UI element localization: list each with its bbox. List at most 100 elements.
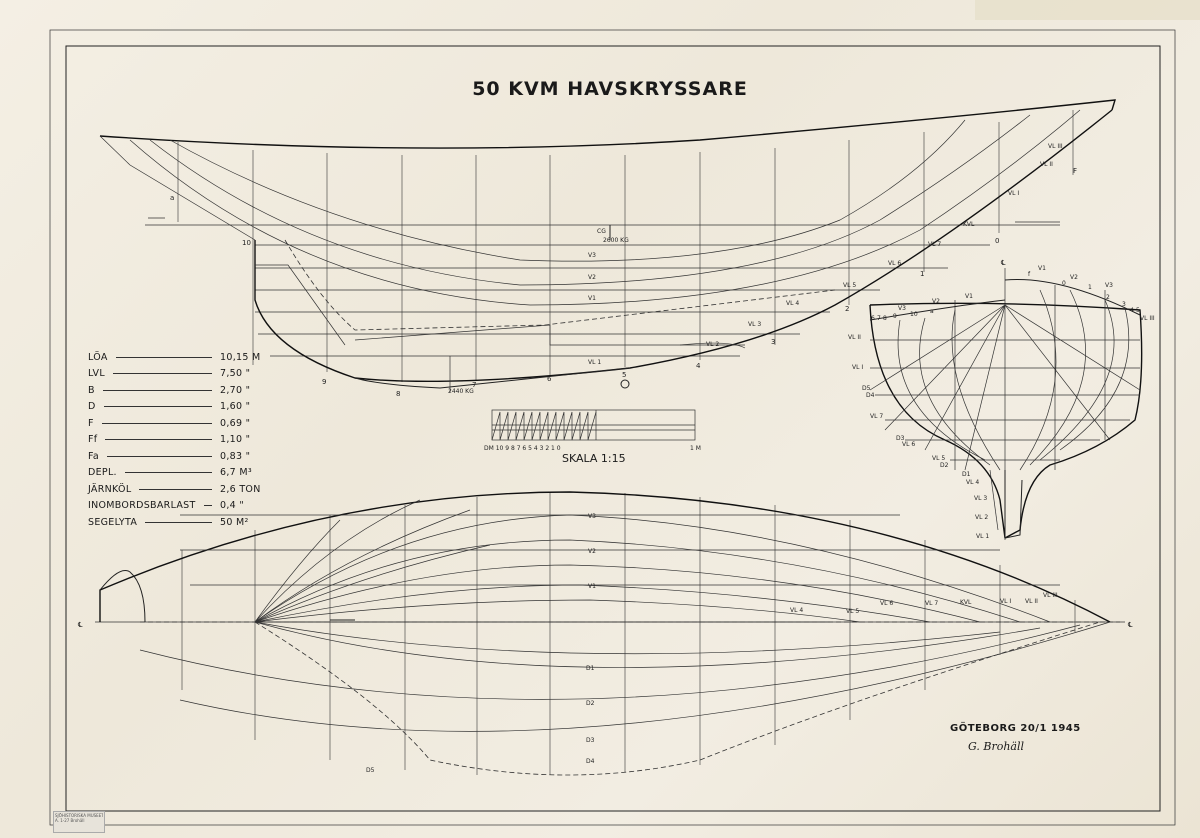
bp-top-vliii: VL III <box>1140 315 1155 322</box>
outer-frame <box>49 29 1176 826</box>
bp-top-5: 5 <box>1136 307 1140 314</box>
bp-aft-6: 6 <box>871 315 875 322</box>
label-v3: V3 <box>588 252 596 259</box>
sheer-line <box>99 99 1116 149</box>
spec-row: INOMBORDSBARLAST 0,4 " <box>88 498 278 515</box>
hull-profile <box>254 109 1113 383</box>
spec-value: 7,50 " <box>220 368 251 380</box>
spec-leader <box>105 439 212 441</box>
label-v1: V1 <box>588 295 596 302</box>
spec-name: JÄRNKÖL <box>88 483 132 495</box>
label-vl7: VL 7 <box>928 241 941 248</box>
label-a: a <box>170 194 174 202</box>
label-keel-weight: 2440 KG <box>448 388 474 395</box>
plan-vl6: VL 6 <box>880 600 893 607</box>
station-8: 8 <box>396 390 400 398</box>
bp-left-vl5: VL 5 <box>932 455 945 462</box>
label-vl-ii: VL II <box>1040 161 1053 168</box>
buttock-v1 <box>129 109 1081 306</box>
plan-centerline-right: ℄ <box>1128 621 1133 629</box>
plan-centerline-left: ℄ <box>78 621 83 629</box>
bp-left-vl7: VL 7 <box>870 413 883 420</box>
cb-symbol <box>620 379 630 389</box>
bp-left-d4: D4 <box>866 392 875 399</box>
station-9: 9 <box>322 378 326 386</box>
spec-row: SEGELYTA 50 M² <box>88 514 278 531</box>
body-plan-centerline: ℄ <box>1001 259 1006 267</box>
drawing-title: 50 KVM HAVSKRYSSARE <box>472 78 748 100</box>
label-vl5: VL 5 <box>843 282 856 289</box>
scale-label: SKALA 1:15 <box>562 452 626 465</box>
plan-vl5: VL 5 <box>846 608 859 615</box>
plan-vliii: VL III <box>1043 592 1058 599</box>
spec-value: 0,4 " <box>220 500 244 512</box>
bp-left-vl6: VL 6 <box>902 441 915 448</box>
spec-name: LVL <box>88 368 105 380</box>
spec-row: LVL 7,50 " <box>88 366 278 383</box>
plan-v2: V2 <box>588 548 596 555</box>
profile-station-lines <box>177 110 1074 382</box>
stern-overhang <box>99 135 256 241</box>
plan-vl4: VL 4 <box>790 607 803 614</box>
label-zero: 0 <box>995 237 999 245</box>
spec-leader <box>124 472 212 474</box>
bp-aft-8: 8 <box>883 315 887 322</box>
bp-left-vl4: VL 4 <box>966 479 979 486</box>
bp-left-d2: D2 <box>940 462 949 469</box>
bp-aft-a: a <box>930 308 934 315</box>
spec-value: 6,7 M³ <box>220 467 252 479</box>
profile-dashed-line <box>284 239 836 331</box>
plan-v1: V1 <box>588 583 596 590</box>
bp-top-2: 2 <box>1106 294 1110 301</box>
label-cg-weight: 2600 KG <box>603 237 629 244</box>
bp-left-vlii: VL II <box>848 334 861 341</box>
bp-top-v1: V1 <box>1038 265 1046 272</box>
designer-signature: G. Brohäll <box>968 740 1025 753</box>
profile-waterlines <box>145 224 1060 357</box>
label-vl6: VL 6 <box>888 260 901 267</box>
spec-value: 50 M² <box>220 516 249 528</box>
bp-aft-v2: V2 <box>932 298 940 305</box>
spec-name: SEGELYTA <box>88 516 138 528</box>
spec-value: 2,70 " <box>220 384 251 396</box>
spec-name: D <box>88 401 96 413</box>
inner-frame <box>65 45 1161 812</box>
spec-value: 0,69 " <box>220 417 251 429</box>
label-f: F <box>1073 167 1077 175</box>
spec-name: LÖA <box>88 351 108 363</box>
spec-value: 2,6 TON <box>220 483 261 495</box>
spec-leader <box>203 505 212 507</box>
scale-ticks: DM 10 9 8 7 6 5 4 3 2 1 0 <box>484 445 561 452</box>
tape-strip <box>975 0 1200 20</box>
label-vl2: VL 2 <box>706 341 719 348</box>
spec-value: 0,83 " <box>220 450 251 462</box>
bp-aft-v3: V3 <box>898 305 906 312</box>
vl2-end <box>679 342 746 349</box>
deck-line <box>99 491 1111 623</box>
scale-bar <box>491 409 696 441</box>
label-vl-iii: VL III <box>1048 143 1063 150</box>
spec-leader <box>112 373 212 375</box>
spec-name: INOMBORDSBARLAST <box>88 500 196 512</box>
station-7: 7 <box>472 381 476 389</box>
keel-bottom <box>354 367 631 389</box>
spec-leader <box>107 455 212 457</box>
bp-aft-9: 9 <box>893 313 897 320</box>
bp-left-vl2: VL 2 <box>975 514 988 521</box>
archive-stamp: SJÖHISTORISKA MUSEET A. 1-27 Brohäll <box>53 811 105 833</box>
scale-end: 1 M <box>690 445 701 452</box>
label-cg: CG <box>597 228 606 235</box>
place-date: GÖTEBORG 20/1 1945 <box>950 723 1081 734</box>
bp-left-vl3: VL 3 <box>974 495 987 502</box>
plan-vli: VL I <box>1000 598 1011 605</box>
lwl-end-marks <box>148 217 1060 223</box>
spec-name: DEPL. <box>88 467 117 479</box>
plan-v3: V3 <box>588 513 596 520</box>
label-v2: V2 <box>588 274 596 281</box>
plan-d4: D4 <box>586 758 595 765</box>
